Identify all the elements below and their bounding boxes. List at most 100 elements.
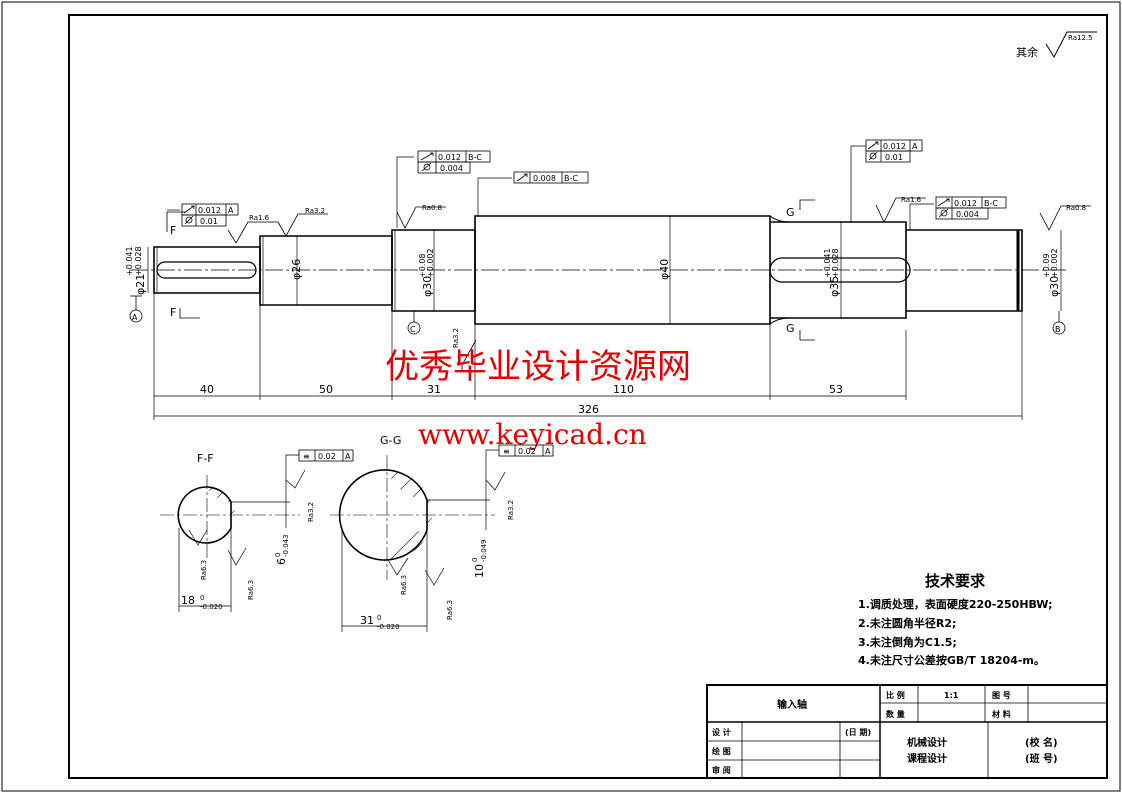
fcf-left-runout: 0.012 <box>198 206 221 215</box>
ra-left-end: Ra1.6 <box>249 214 270 222</box>
tb-scale-label: 比 例 <box>886 690 905 700</box>
fcf-right-key-runout: 0.012 <box>883 142 906 151</box>
tb-draw-label: 绘 图 <box>712 746 731 756</box>
ff-ra-bottom: Ra6.3 <box>200 560 208 580</box>
datum-b: B <box>1055 325 1061 334</box>
general-roughness-label: 其余 <box>1016 45 1038 59</box>
section-ff-title: F-F <box>197 452 214 465</box>
dim-d30-left: φ30 <box>421 276 434 297</box>
ff-sym-ref: A <box>345 452 351 461</box>
tb-school: (校 名) <box>1025 736 1058 749</box>
ra-step26: Ra3.2 <box>305 207 325 215</box>
fcf-right: 0.012 B-C 0.004 <box>909 196 1007 230</box>
section-gg: G-G ≡ 0.02 A Ra3.2 Ra6.3 Ra6.3 31 0 <box>330 434 554 632</box>
tech-requirements: 技术要求 1.调质处理，表面硬度220-250HBW; 2.未注圆角半径R2; … <box>858 572 1053 667</box>
dim-d35: φ35 <box>828 276 841 297</box>
general-roughness: 其余 Ra12.5 <box>1016 31 1097 59</box>
dim-l50: 50 <box>319 383 333 396</box>
section-g-top: G <box>786 206 795 219</box>
fcf-mid: 0.008 B-C <box>477 171 589 216</box>
dim-l40: 40 <box>200 383 214 396</box>
shaft-segment-d35 <box>770 221 907 319</box>
roughness-symbols <box>227 197 1091 372</box>
dim-l110: 110 <box>613 383 634 396</box>
sym-icon-ff: ≡ <box>303 452 310 461</box>
ra-keyway-mid: Ra3.2 <box>452 328 460 348</box>
tech-item-2: 2.未注圆角半径R2; <box>858 616 956 630</box>
fcf-right-runout: 0.012 <box>954 199 977 208</box>
watermark-line2: www.keyicad.cn <box>418 418 647 451</box>
title-block <box>706 684 1108 779</box>
watermark-line1: 优秀毕业设计资源网 <box>385 347 691 387</box>
ff-depth-lower: -0.020 <box>200 603 223 611</box>
length-dimensions <box>153 293 1023 420</box>
gg-width: 10 <box>473 564 486 578</box>
dim-d30-left-upper: +0.08 <box>418 253 427 278</box>
fcf-left-runout-ref: A <box>228 206 234 215</box>
ff-ra-bottom2: Ra6.3 <box>247 580 255 600</box>
tb-material-label: 材 料 <box>992 709 1011 719</box>
ff-sym: 0.02 <box>318 452 336 461</box>
tech-item-1: 1.调质处理，表面硬度220-250HBW; <box>858 597 1053 611</box>
tb-scale-value: 1:1 <box>944 691 959 700</box>
tb-course2: 课程设计 <box>907 752 947 765</box>
section-cut-marks <box>166 199 815 341</box>
dim-d30-left-lower: +0.002 <box>426 248 435 278</box>
fcf-mid-runout-ref: B-C <box>564 174 578 183</box>
shaft-segment-d26 <box>259 235 393 306</box>
section-f-bottom: F <box>170 306 176 319</box>
ff-ra-side: Ra3.2 <box>307 502 315 522</box>
tb-part-name: 输入轴 <box>777 698 807 711</box>
length-labels: 40 50 31 110 53 326 <box>200 383 843 416</box>
gg-depth: 31 <box>360 614 374 627</box>
fcf-right-key-runout-ref: A <box>912 142 918 151</box>
section-gg-title: G-G <box>380 434 401 447</box>
fcf-left-cyl: 0.01 <box>200 217 218 226</box>
fcf-mid-runout: 0.008 <box>533 174 556 183</box>
dim-total: 326 <box>578 403 599 416</box>
fcf-c-runout: 0.012 <box>438 153 461 162</box>
section-ff: F-F ≡ 0.02 A Ra3.2 Ra6.3 Ra6.3 18 0 <box>160 449 354 612</box>
diameter-labels: φ21 +0.041 +0.028 φ26 φ30 +0.08 +0.002 φ… <box>125 246 1061 297</box>
dim-d40: φ40 <box>658 259 671 280</box>
tb-drawing-no-label: 图 号 <box>992 691 1011 700</box>
keyway-right <box>769 257 911 283</box>
fcf-right-key: 0.012 A 0.01 <box>850 139 923 222</box>
tb-design-label: 设 计 <box>712 727 731 737</box>
fcf-c-runout-ref: B-C <box>468 153 482 162</box>
tb-class: (班 号) <box>1025 752 1058 765</box>
tb-qty-label: 数 量 <box>886 709 905 719</box>
tb-date-label: (日 期) <box>845 727 871 737</box>
inner-frame <box>68 14 1108 779</box>
gg-depth-upper: 0 <box>377 614 381 622</box>
dim-d21-lower: +0.028 <box>134 246 143 276</box>
dim-d35-lower: +0.028 <box>831 248 840 278</box>
general-roughness-value: Ra12.5 <box>1068 34 1093 42</box>
sym-icon-gg: ≡ <box>503 447 510 456</box>
keyway-left <box>156 261 257 279</box>
dim-d21: φ21 <box>134 274 147 295</box>
shaft-main-view <box>130 215 1068 325</box>
dim-d21-upper: +0.041 <box>125 246 134 276</box>
shaft-segment-d30-right <box>906 229 1023 312</box>
tb-review-label: 审 阅 <box>712 765 731 775</box>
datum-markers <box>129 295 1066 335</box>
gg-width-lower: -0.049 <box>480 539 488 562</box>
gg-ra-bottom: Ra6.3 <box>400 575 408 595</box>
gg-ra-side: Ra3.2 <box>507 500 515 520</box>
diameter-dimensions <box>147 216 1062 324</box>
tech-item-3: 3.未注倒角为C1.5; <box>858 635 957 649</box>
ff-depth-upper: 0 <box>200 594 204 602</box>
gg-depth-lower: -0.020 <box>377 623 400 631</box>
fcf-right-runout-ref: B-C <box>984 199 998 208</box>
gg-sym-ref: A <box>545 447 551 456</box>
section-g-bottom: G <box>786 322 795 335</box>
fcf-right-key-cyl: 0.01 <box>885 153 903 162</box>
tech-title: 技术要求 <box>925 572 986 590</box>
gg-sym: 0.02 <box>518 447 536 456</box>
dim-d35-upper: +0.041 <box>823 248 832 278</box>
gg-ra-bottom2: Ra6.3 <box>446 600 454 620</box>
fcf-c: 0.012 B-C 0.004 <box>396 150 491 228</box>
